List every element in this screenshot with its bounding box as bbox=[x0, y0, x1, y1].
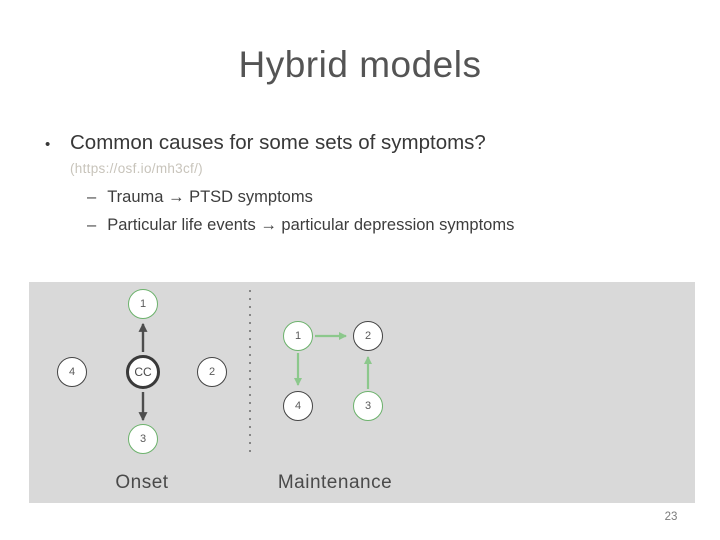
sub-bullet-dash: – bbox=[87, 216, 97, 234]
bullet-main-text: Common causes for some sets of symptoms? bbox=[70, 131, 486, 154]
network-diagram-panel: 1 CC 3 4 2 1 2 4 3 Onset Maintenance bbox=[29, 282, 695, 503]
sub-bullet-life-events: – Particular life events → particular de… bbox=[87, 216, 514, 235]
sub-bullet-trauma: – Trauma → PTSD symptoms bbox=[87, 188, 313, 207]
bullet-dot: • bbox=[45, 136, 51, 153]
sub-bullet-life-events-text: Particular life events → particular depr… bbox=[107, 216, 515, 234]
maintenance-node-2: 2 bbox=[353, 321, 383, 351]
onset-node-2: 2 bbox=[197, 357, 227, 387]
maintenance-node-3: 3 bbox=[353, 391, 383, 421]
onset-label: Onset bbox=[115, 472, 169, 493]
slide-title: Hybrid models bbox=[238, 44, 482, 85]
diagram-edges bbox=[138, 290, 372, 458]
sub-bullet-trauma-text: Trauma → PTSD symptoms bbox=[107, 188, 313, 206]
sub-bullet-dash: – bbox=[87, 188, 97, 206]
maintenance-node-1: 1 bbox=[283, 321, 313, 351]
osf-link-text: (https://osf.io/mh3cf/) bbox=[70, 161, 203, 176]
onset-node-3: 3 bbox=[128, 424, 158, 454]
onset-node-4: 4 bbox=[57, 357, 87, 387]
onset-node-1: 1 bbox=[128, 289, 158, 319]
onset-node-cc: CC bbox=[126, 355, 160, 389]
page-number: 23 bbox=[664, 511, 678, 523]
maintenance-label: Maintenance bbox=[277, 472, 393, 493]
maintenance-node-4: 4 bbox=[283, 391, 313, 421]
